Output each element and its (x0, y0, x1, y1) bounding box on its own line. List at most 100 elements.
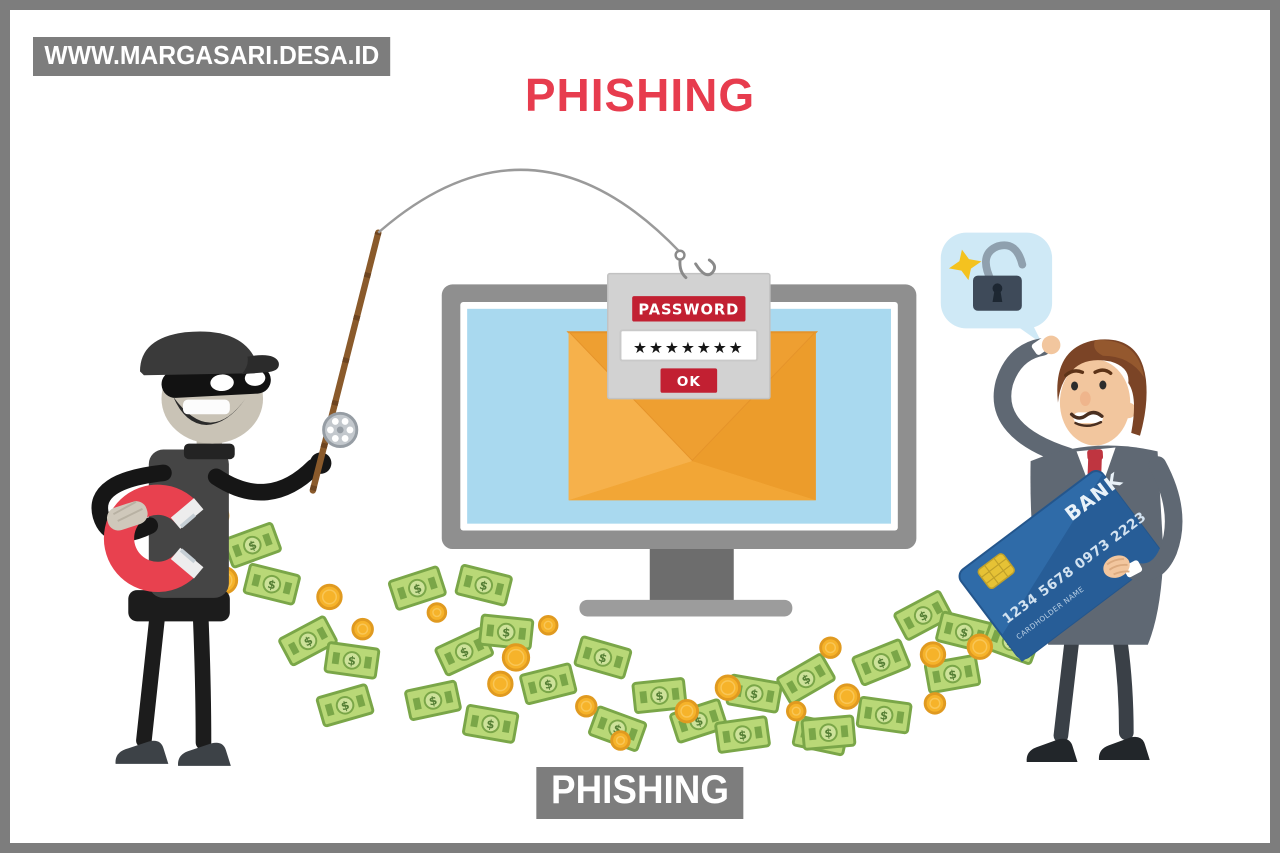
victim-left-brow (1064, 369, 1085, 377)
victim-left-shoe (1026, 738, 1078, 762)
victim-teeth (1073, 412, 1103, 424)
password-banner (632, 296, 746, 322)
victim-tie-knot (1087, 449, 1104, 461)
victim-hand-on-head (1041, 335, 1061, 355)
banknote: $ (454, 563, 513, 607)
hook-eye (674, 249, 686, 261)
banknote: $ (323, 641, 381, 680)
victim-left-eye (1071, 381, 1079, 391)
banknote: $ (404, 679, 462, 721)
coin (426, 602, 448, 623)
banknote: $ (851, 638, 911, 687)
thief-cap-brim (241, 355, 279, 375)
banknote: $ (222, 522, 282, 569)
fishing-hook (678, 258, 688, 280)
coin (714, 674, 742, 701)
footer-banner: PHISHING (536, 767, 744, 819)
coin (819, 636, 842, 659)
thief-right-eye (244, 370, 266, 386)
password-label: PASSWORD (638, 302, 739, 319)
victim-hair-highlight (1094, 339, 1144, 378)
svg-text:$: $ (347, 653, 357, 668)
unlocked-padlock-icon (973, 241, 1027, 311)
phishing-illustration: PASSWORD ★★★★★★★ OK $$$$$$$$$$$$$$$$$$$$… (91, 168, 1183, 766)
coin (501, 643, 531, 672)
banknote: $ (714, 715, 771, 754)
svg-text:$: $ (655, 689, 665, 704)
thief-cap (140, 331, 259, 376)
coin (674, 698, 700, 724)
coin (487, 670, 514, 698)
coin (610, 730, 631, 751)
victim-nose (1079, 391, 1091, 406)
thief-left-shoe (115, 740, 169, 764)
coin (785, 700, 807, 722)
svg-text:$: $ (339, 698, 351, 714)
svg-text:$: $ (947, 667, 957, 682)
svg-text:$: $ (266, 577, 277, 593)
victim-worried-mouth (1069, 410, 1104, 420)
coin (537, 614, 559, 636)
svg-text:$: $ (478, 578, 489, 594)
coin (316, 583, 343, 611)
victim-right-leg (1113, 635, 1134, 740)
svg-text:$: $ (485, 717, 495, 732)
victim-card-arm (1127, 456, 1183, 582)
thief-hand-on-magnet (106, 500, 148, 531)
thief-collar (183, 443, 235, 460)
victim-right-shoe (1098, 736, 1150, 760)
thief-grin (173, 396, 246, 426)
victim-hand-on-card (1103, 555, 1130, 578)
banknote: $ (800, 714, 857, 751)
ok-button (660, 368, 718, 393)
svg-text:$: $ (543, 676, 554, 692)
thought-bubble (940, 232, 1053, 344)
banknote: $ (776, 653, 836, 705)
password-input (619, 329, 759, 362)
padlock-shackle (982, 241, 1027, 286)
svg-text:$: $ (824, 726, 833, 741)
coin (919, 641, 947, 668)
banknote: $ (519, 662, 578, 706)
svg-text:$: $ (738, 727, 748, 742)
banknote: $ (631, 677, 688, 714)
thief-right-shoe (178, 742, 231, 766)
svg-text:$: $ (749, 686, 759, 701)
svg-text:$: $ (597, 650, 609, 666)
svg-text:$: $ (879, 708, 889, 723)
banknote: $ (462, 704, 520, 744)
svg-text:$: $ (958, 625, 969, 641)
thief-left-leg (136, 605, 166, 749)
padlock-keyhole (992, 290, 1003, 302)
fishing-line (377, 168, 681, 254)
page-title: PHISHING (524, 69, 756, 121)
victim-hair (1057, 339, 1147, 436)
coin (966, 633, 994, 660)
thief-right-leg (192, 605, 212, 751)
coin (923, 692, 947, 715)
thief-character (91, 229, 382, 766)
svg-text:$: $ (428, 693, 439, 708)
fishing-line-group (377, 168, 717, 280)
banknote: $ (315, 683, 375, 728)
victim-right-brow (1093, 368, 1113, 375)
thief-left-eye (210, 374, 234, 392)
envelope-right-fold (692, 332, 816, 501)
banknote: $ (573, 635, 633, 680)
password-masked-value: ★★★★★★★ (633, 339, 745, 357)
envelope-left-fold (568, 332, 693, 501)
monitor-stand-neck (649, 543, 734, 604)
victim-right-eye (1099, 380, 1107, 390)
victim-character: BANK 1234 5678 0973 2223 CARDHOLDER NAME (958, 335, 1183, 762)
thief-teeth (182, 399, 230, 415)
coin (833, 683, 861, 710)
fishing-rod-bands (309, 231, 382, 492)
bank-card-shade (1001, 473, 1164, 662)
fishing-reel (322, 411, 359, 448)
ok-button-label: OK (677, 374, 701, 390)
banknote: $ (855, 695, 913, 735)
banknote: $ (893, 590, 953, 641)
svg-text:$: $ (501, 625, 511, 640)
watermark-badge: WWW.MARGASARI.DESA.ID (33, 37, 391, 76)
